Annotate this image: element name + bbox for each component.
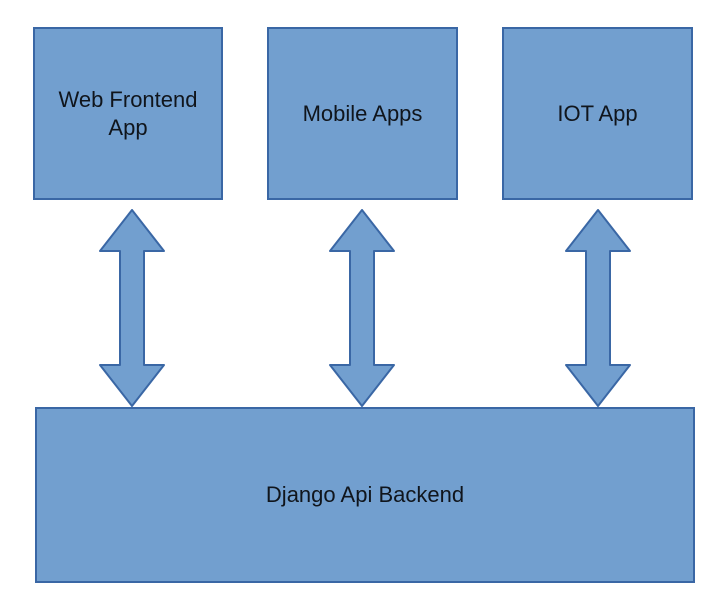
double-arrow-iot-to-backend-icon [565,209,631,407]
node-iot-app-label: IOT App [557,100,638,126]
node-django-api-backend: Django Api Backend [35,407,695,583]
node-django-api-backend-label: Django Api Backend [265,482,465,508]
node-web-frontend-app-label: Web Frontend App [58,87,198,140]
node-web-frontend-app: Web Frontend App [33,27,223,200]
node-mobile-apps-label: Mobile Apps [302,100,423,126]
node-mobile-apps: Mobile Apps [267,27,458,200]
double-arrow-shape [99,209,165,407]
double-arrow-shape [329,209,395,407]
double-arrow-web-to-backend-icon [99,209,165,407]
double-arrow-mobile-to-backend-icon [329,209,395,407]
double-arrow-shape [565,209,631,407]
node-iot-app: IOT App [502,27,693,200]
